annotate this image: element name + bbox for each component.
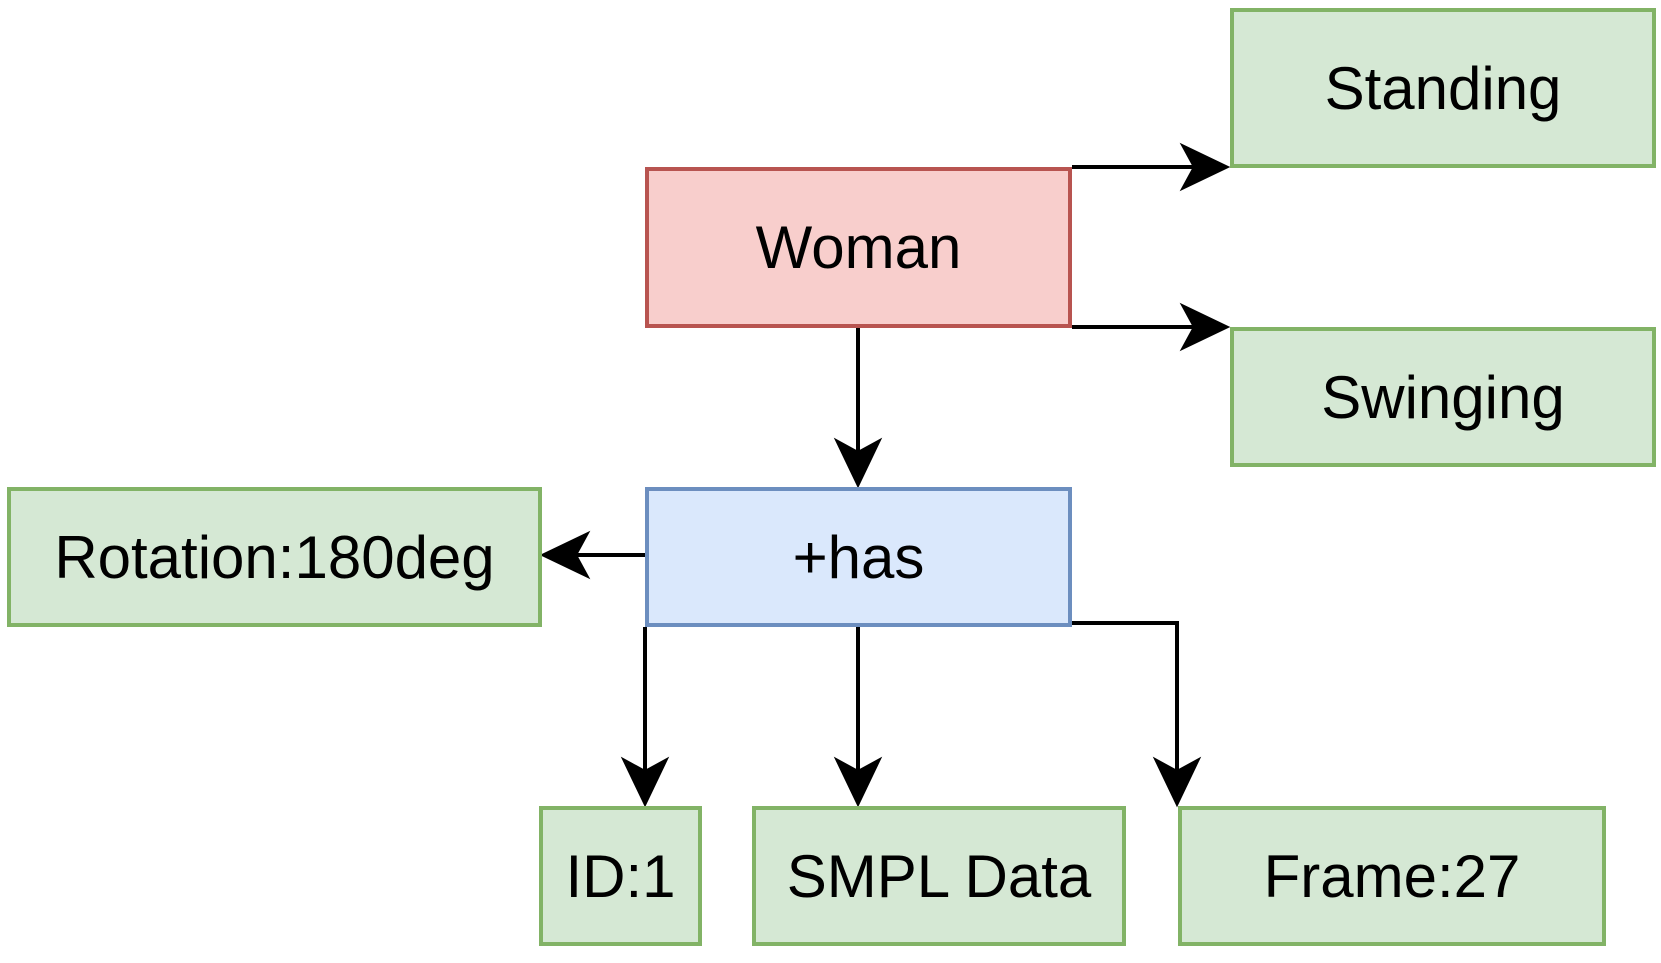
arrowhead — [620, 756, 670, 808]
node-label: Woman — [755, 214, 962, 281]
node-smpl-data: SMPL Data — [752, 806, 1126, 946]
edge-woman-standing — [1072, 142, 1231, 192]
node-label: Standing — [1324, 54, 1562, 122]
node-frame: Frame:27 — [1178, 806, 1606, 946]
node-id: ID:1 — [539, 806, 702, 946]
node-label: SMPL Data — [786, 842, 1092, 910]
edge-has-id — [620, 627, 670, 808]
node-has: +has — [645, 487, 1072, 627]
node-swinging: Swinging — [1230, 327, 1656, 467]
node-label: Swinging — [1321, 363, 1565, 431]
node-woman: Woman — [645, 167, 1072, 328]
arrowhead — [833, 437, 883, 489]
arrowhead — [539, 530, 591, 580]
edge-woman-has — [833, 328, 883, 489]
edge-has-smpl — [833, 627, 883, 808]
arrowhead — [1179, 142, 1231, 192]
node-standing: Standing — [1230, 8, 1656, 168]
node-label: Frame:27 — [1263, 842, 1521, 910]
edge-line — [1072, 621, 1179, 778]
edge-has-rotation — [539, 530, 645, 580]
arrowhead — [1179, 302, 1231, 352]
arrowhead — [833, 756, 883, 808]
node-label: ID:1 — [565, 842, 676, 910]
node-label: Rotation:180deg — [54, 523, 495, 591]
edge-woman-swinging — [1072, 302, 1231, 352]
node-label: +has — [792, 523, 925, 591]
edge-has-frame — [1072, 621, 1202, 808]
node-rotation: Rotation:180deg — [7, 487, 542, 627]
arrowhead — [1152, 756, 1202, 808]
